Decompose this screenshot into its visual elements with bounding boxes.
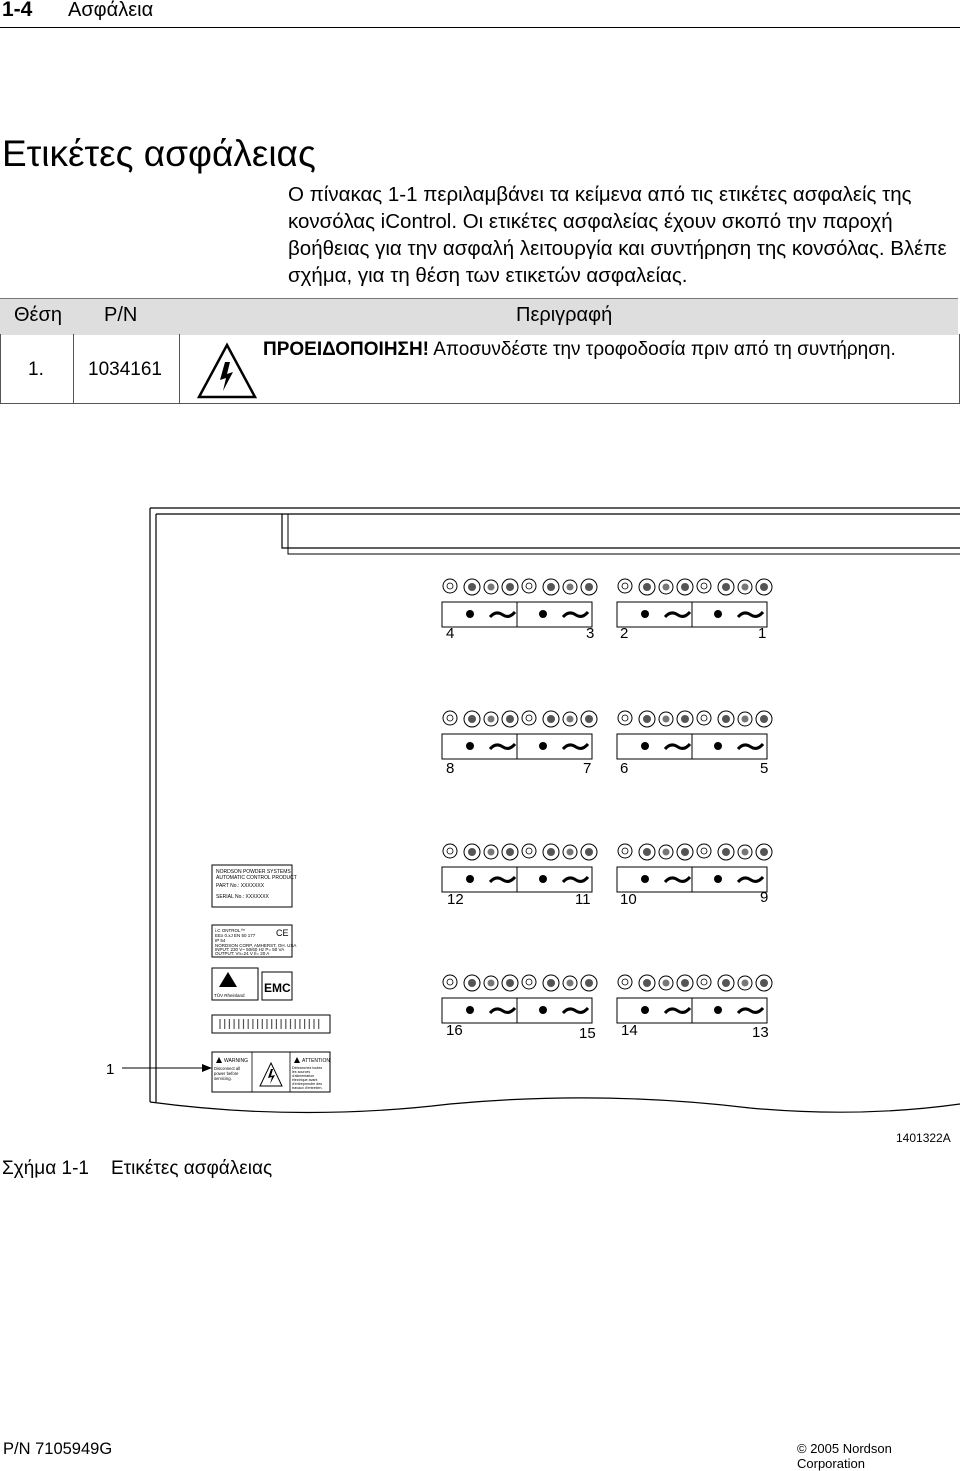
warning-line: Disconnect all xyxy=(214,1066,240,1071)
intro-paragraph: Ο πίνακας 1-1 περιλαμβάνει τα κείμενα απ… xyxy=(288,181,948,289)
panel-outline xyxy=(149,507,960,1102)
port-number: 14 xyxy=(621,1022,638,1039)
panel-break-line xyxy=(149,1097,960,1114)
attention-title: ATTENTION xyxy=(302,1058,330,1064)
header-description: Περιγραφή xyxy=(516,304,613,326)
tuv-label: TÜV Rheinland xyxy=(214,992,245,998)
intro-line: σχήμα, για τη θέση των ετικετών ασφαλεία… xyxy=(288,264,688,287)
attention-line: les sources xyxy=(292,1070,310,1074)
attention-line: Débranchez toutes xyxy=(292,1066,322,1070)
attention-line: d'alimentation xyxy=(292,1074,314,1078)
port-number: 2 xyxy=(620,625,629,642)
rating-line: NORDSON CORP. AMHERST, OH. USA xyxy=(215,943,296,948)
row-pn: 1034161 xyxy=(88,359,162,380)
footer-part-number: P/N 7105949G xyxy=(3,1440,113,1458)
section-number: 1-4 xyxy=(2,0,33,21)
electrical-hazard-icon xyxy=(196,342,258,399)
figure-id: 1401322A xyxy=(896,1131,951,1145)
column-divider xyxy=(73,334,74,404)
column-divider xyxy=(179,334,180,404)
callout-arrowhead xyxy=(202,1064,212,1072)
figure-caption-text: Ετικέτες ασφάλειας xyxy=(111,1158,273,1179)
port-pair xyxy=(441,843,598,893)
port-number: 12 xyxy=(447,891,464,908)
header-rule xyxy=(0,27,960,28)
rating-line: EEx 0.xJ EN 50 177 xyxy=(215,933,256,938)
port-number: 6 xyxy=(620,760,629,777)
panel-cutout-inner xyxy=(287,514,960,555)
emc-label: EMC xyxy=(264,981,291,995)
callout-number: 1 xyxy=(106,1061,114,1078)
chapter-title: Ασφάλεια xyxy=(68,0,154,21)
port-number: 16 xyxy=(446,1022,463,1039)
port-number: 7 xyxy=(583,760,592,777)
figure-caption-number: Σχήμα 1-1 xyxy=(2,1158,89,1179)
nameplate-line: AUTOMATIC CONTROL PRODUCT xyxy=(216,875,297,881)
rating-line: i.C ONTROL™ xyxy=(215,928,245,933)
section-title: Ετικέτες ασφάλειας xyxy=(2,133,316,174)
port-number: 4 xyxy=(446,625,455,642)
footer-copyright: © 2005 Nordson Corporation xyxy=(797,1441,892,1471)
intro-line: βοήθειας για την ασφαλή λειτουργία και σ… xyxy=(288,237,947,260)
port-pair xyxy=(441,578,598,628)
warning-title: WARNING xyxy=(224,1058,248,1064)
port-number: 13 xyxy=(752,1024,769,1041)
attention-triangle-icon xyxy=(294,1057,300,1063)
vent-plate xyxy=(211,1014,331,1034)
intro-line: κονσόλας iControl. Οι ετικέτες ασφαλείας… xyxy=(288,210,893,233)
attention-line: d'entreprendre des xyxy=(292,1082,322,1086)
tuv-triangle-icon xyxy=(219,972,237,987)
header-pn: P/N xyxy=(104,304,138,326)
port-number: 11 xyxy=(575,891,591,908)
ce-mark: CE xyxy=(276,928,289,938)
port-pair xyxy=(441,974,598,1024)
warning-keyword: ΠΡΟΕΙΔΟΠΟΙΗΣΗ! xyxy=(263,339,429,360)
port-number: 9 xyxy=(760,889,769,906)
console-panel-figure: NORDSON POWDER SYSTEMS AUTOMATIC CONTROL… xyxy=(106,507,960,1114)
row-description: ΠΡΟΕΙΔΟΠΟΙΗΣΗ! Αποσυνδέστε την τροφοδοσί… xyxy=(263,339,896,361)
shock-hazard-icon xyxy=(259,1061,283,1087)
port-number: 15 xyxy=(579,1025,596,1042)
header-position: Θέση xyxy=(14,304,62,326)
port-number: 3 xyxy=(586,625,595,642)
nameplate-line: PART No.: XXXXXXX xyxy=(216,883,265,889)
nameplate-line: SERIAL No.: XXXXXXX xyxy=(216,894,270,900)
warning-decal: WARNING Disconnect all power before serv… xyxy=(211,1051,331,1093)
port-number: 1 xyxy=(758,625,767,642)
warning-line: servicing. xyxy=(214,1076,232,1081)
attention-line: électrique avant xyxy=(292,1078,317,1082)
rating-line: IP 54 xyxy=(215,938,226,943)
row-position: 1. xyxy=(28,359,44,380)
nameplate-line: NORDSON POWDER SYSTEMS xyxy=(216,869,291,875)
warning-line: power before xyxy=(214,1071,239,1076)
table-header-row: Θέση P/N Περιγραφή xyxy=(0,298,958,335)
intro-line: Ο πίνακας 1-1 περιλαμβάνει τα κείμενα απ… xyxy=(288,183,912,206)
port-number: 10 xyxy=(620,891,637,908)
port-groups xyxy=(441,578,773,1024)
warning-text: Αποσυνδέστε την τροφοδοσία πριν από τη σ… xyxy=(433,339,896,360)
port-pair xyxy=(616,710,773,760)
nameplate-label: NORDSON POWDER SYSTEMS AUTOMATIC CONTROL… xyxy=(211,864,297,908)
port-pair xyxy=(616,578,773,628)
rating-line: INPUT: 230 V~ 50/60 Hz P= 50 VA xyxy=(215,947,284,952)
port-pair xyxy=(616,974,773,1024)
port-pair xyxy=(616,843,773,893)
port-number: 5 xyxy=(760,760,769,777)
attention-line: travaux d'entretien. xyxy=(292,1086,322,1090)
rating-label: i.C ONTROL™ EEx 0.xJ EN 50 177 IP 54 NOR… xyxy=(211,924,296,958)
panel-cutout xyxy=(281,514,960,549)
port-pair xyxy=(441,710,598,760)
safety-labels-table: Θέση P/N Περιγραφή 1. 1034161 ΠΡΟΕΙΔΟΠΟΙ… xyxy=(0,298,960,404)
rating-line: OUTPUT: Vn=24 V Il= 20 A xyxy=(215,951,269,956)
warning-triangle-icon xyxy=(216,1057,222,1063)
port-number: 8 xyxy=(446,760,455,777)
certification-labels: TÜV Rheinland EMC xyxy=(211,967,293,1001)
